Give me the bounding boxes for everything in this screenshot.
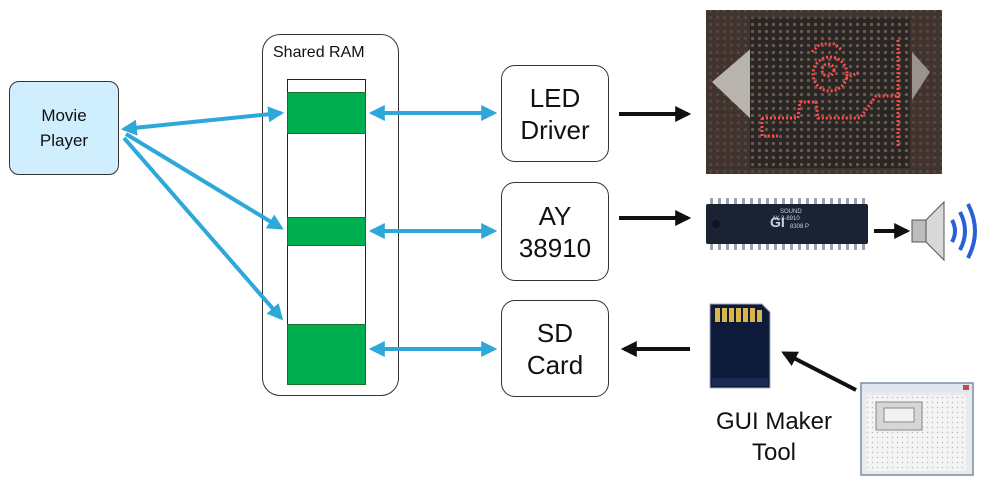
- arrow-movie-ram-ay: [124, 132, 284, 230]
- ram-block-led: [287, 92, 366, 134]
- gui-maker-caption: GUI Maker Tool: [698, 406, 850, 468]
- movie-player-box: Movie Player: [9, 81, 119, 175]
- sd-card-icon: [709, 303, 771, 389]
- arrow-movie-ram-sd: [122, 136, 284, 321]
- ram-block-sd: [287, 324, 366, 385]
- movie-player-label-1: Movie: [41, 106, 87, 125]
- shared-ram-title: Shared RAM: [273, 44, 365, 61]
- movie-to-ram-arrows: [120, 106, 285, 321]
- gui-maker-window-icon: [860, 382, 974, 476]
- chip-brand-text: GI: [770, 214, 785, 230]
- ram-to-block-arrows: [368, 105, 498, 357]
- sd-card-label-2: Card: [526, 349, 584, 380]
- gui-maker-caption-2: Tool: [751, 439, 797, 466]
- chip-line1-text: SOUND: [780, 209, 802, 215]
- led-driver-box: LED Driver: [501, 65, 609, 162]
- chip-code-text: 8308 P: [790, 224, 809, 230]
- gui-maker-caption-1: GUI Maker: [715, 408, 832, 435]
- arrow-movie-ram-led: [120, 106, 285, 136]
- led-panel-photo: [706, 10, 942, 174]
- sd-card-box: SD Card: [501, 300, 609, 397]
- speaker-icon: [911, 200, 977, 262]
- ay-chip-photo: GI SOUND AY-3-8910 8308 P: [706, 198, 868, 250]
- led-driver-label-2: Driver: [520, 114, 590, 145]
- ay-box: AY 38910: [501, 182, 609, 281]
- led-pixel-image: [760, 40, 900, 146]
- ram-block-ay: [287, 217, 366, 246]
- chip-line2-text: AY-3-8910: [772, 216, 800, 222]
- led-driver-label-1: LED: [529, 82, 581, 113]
- arrow-gui-to-sdimage: [781, 351, 857, 392]
- ay-label-1: AY: [538, 200, 572, 231]
- sd-card-label-1: SD: [536, 317, 574, 348]
- ay-label-2: 38910: [518, 232, 592, 263]
- movie-player-label-2: Player: [39, 131, 89, 150]
- output-arrows: [619, 106, 911, 392]
